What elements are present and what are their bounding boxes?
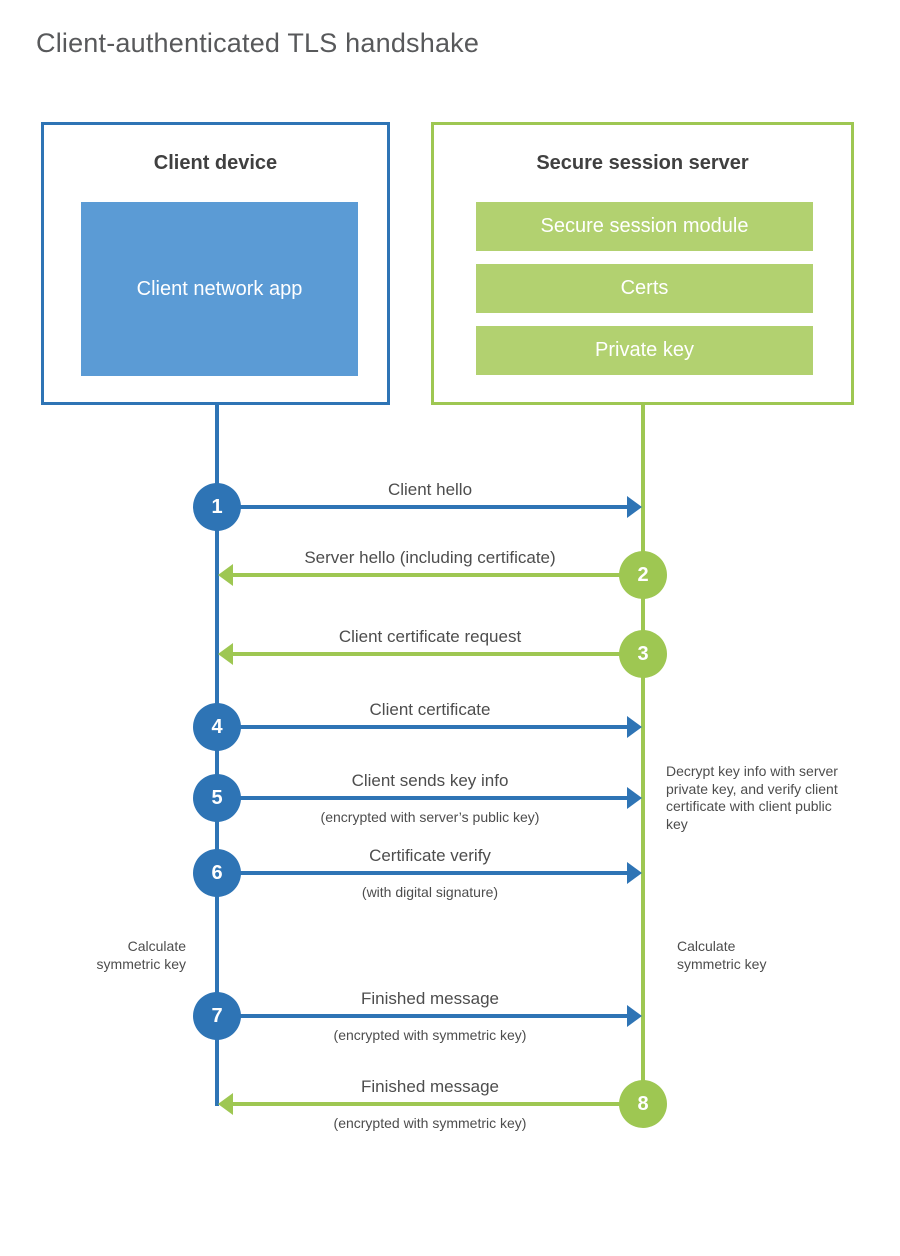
step-2-arrow-line <box>233 573 643 577</box>
step-8-arrow-line <box>233 1102 643 1106</box>
step-5-client-sends-key-info: Client sends key info 5 (encrypted with … <box>193 771 667 825</box>
step-6-number-badge: 6 <box>193 849 241 897</box>
server-module-private-key: Private key <box>476 326 813 375</box>
page-title: Client-authenticated TLS handshake <box>36 28 480 58</box>
step-7-number-badge: 7 <box>193 992 241 1040</box>
step-3-label: Client certificate request <box>338 627 522 646</box>
step-6-label: Certificate verify <box>369 846 491 865</box>
step-8-sublabel: (encrypted with symmetric key) <box>333 1115 527 1131</box>
client-lifeline <box>215 405 219 1106</box>
step-4-arrow-line <box>217 725 627 729</box>
step-5-arrowhead-icon <box>627 787 642 809</box>
step-1-number-badge: 1 <box>193 483 241 531</box>
step-7-finished-message: Finished message 7 (encrypted with symme… <box>193 989 667 1043</box>
calculate-symmetric-key-client-note: Calculate symmetric key <box>96 938 186 972</box>
step-3-number-badge: 3 <box>619 630 667 678</box>
step-1-arrow-line <box>217 505 627 509</box>
client-network-app-box: Client network app <box>81 202 358 376</box>
client-device-title: Client device <box>153 152 278 174</box>
step-7-arrow-line <box>217 1014 627 1018</box>
step-8-number-badge: 8 <box>619 1080 667 1128</box>
calculate-symmetric-key-server-note: Calculate symmetric key <box>677 938 767 972</box>
step-8-label: Finished message <box>361 1077 499 1096</box>
step-3-client-certificate-request: Client certificate request 3 <box>193 627 667 678</box>
step-5-sublabel: (encrypted with server’s public key) <box>320 809 540 825</box>
step-6-arrow-line <box>217 871 627 875</box>
step-4-arrowhead-icon <box>627 716 642 738</box>
step-2-server-hello: Server hello (including certificate) 2 <box>193 548 667 599</box>
secure-session-server-box: Secure session server Secure session mod… <box>431 122 854 405</box>
step-2-arrowhead-icon <box>218 564 233 586</box>
step-7-sublabel: (encrypted with symmetric key) <box>333 1027 527 1043</box>
decrypt-key-note: Decrypt key info with server private key… <box>666 763 838 832</box>
step-1-arrowhead-icon <box>627 496 642 518</box>
step-4-label: Client certificate <box>369 700 491 719</box>
step-1-label: Client hello <box>387 480 473 499</box>
step-3-arrowhead-icon <box>218 643 233 665</box>
step-6-certificate-verify: Certificate verify 6 (with digital signa… <box>193 846 667 900</box>
step-8-finished-message: Finished message 8 (encrypted with symme… <box>193 1077 667 1131</box>
server-lifeline <box>641 405 645 1106</box>
step-2-label: Server hello (including certificate) <box>304 548 556 567</box>
step-6-sublabel: (with digital signature) <box>361 884 499 900</box>
step-3-arrow-line <box>233 652 643 656</box>
step-2-number-badge: 2 <box>619 551 667 599</box>
client-device-box: Client device Client network app <box>41 122 390 405</box>
step-1-client-hello: Client hello 1 <box>193 480 667 531</box>
step-6-arrowhead-icon <box>627 862 642 884</box>
secure-session-server-title: Secure session server <box>536 152 749 174</box>
step-5-label: Client sends key info <box>351 771 509 790</box>
step-8-arrowhead-icon <box>218 1093 233 1115</box>
step-7-arrowhead-icon <box>627 1005 642 1027</box>
step-4-number-badge: 4 <box>193 703 241 751</box>
server-module-certs: Certs <box>476 264 813 313</box>
step-5-arrow-line <box>217 796 627 800</box>
step-7-label: Finished message <box>361 989 499 1008</box>
step-5-number-badge: 5 <box>193 774 241 822</box>
server-module-secure-session-module: Secure session module <box>476 202 813 251</box>
step-4-client-certificate: Client certificate 4 <box>193 700 667 751</box>
client-network-app-label: Client network app <box>136 277 303 300</box>
